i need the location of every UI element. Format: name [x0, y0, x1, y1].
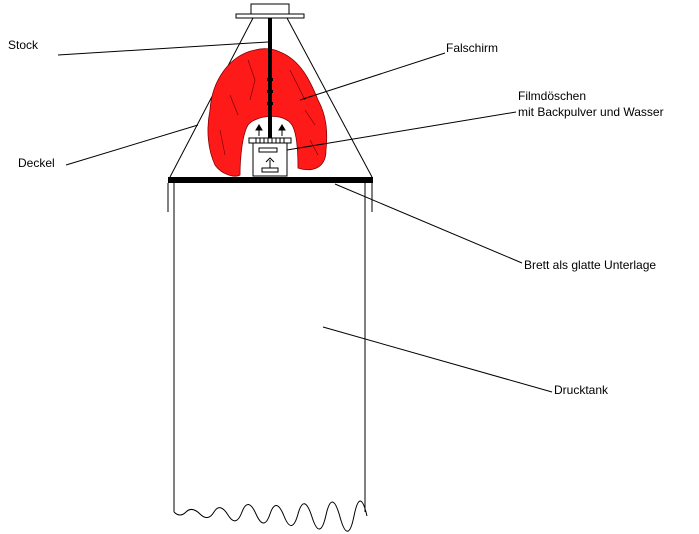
label-filmdoeschen-1: Filmdöschen — [518, 89, 587, 103]
film-canister — [248, 124, 292, 177]
label-stock: Stock — [8, 38, 39, 52]
label-deckel: Deckel — [18, 156, 55, 170]
label-filmdoeschen-2: mit Backpulver und Wasser — [518, 105, 664, 119]
parachute — [207, 48, 328, 177]
pressure-tank — [167, 183, 373, 532]
leader-lines — [57, 41, 553, 393]
label-drucktank: Drucktank — [554, 383, 609, 397]
label-falschirm: Falschirm — [446, 41, 499, 55]
label-brett: Brett als glatte Unterlage — [524, 258, 657, 272]
stick — [267, 18, 273, 138]
board — [168, 177, 373, 183]
